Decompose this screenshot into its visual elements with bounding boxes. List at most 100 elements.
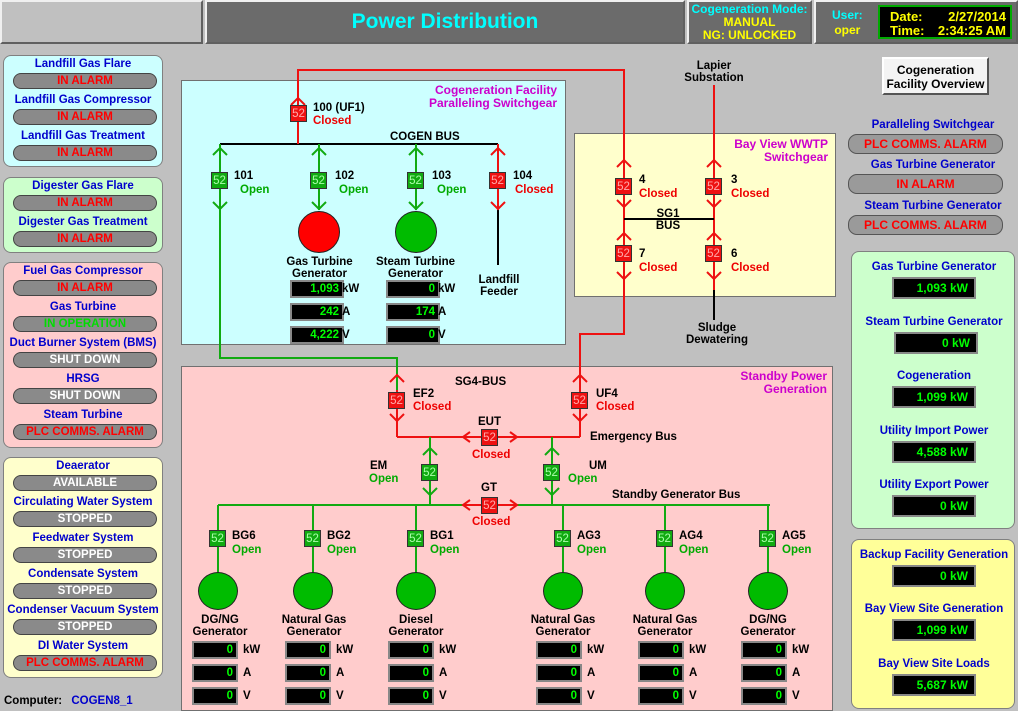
- ag3-kw-readout: 0: [536, 641, 582, 659]
- gas-turbine-status[interactable]: IN OPERATION: [13, 316, 157, 332]
- generator-bg2-indicator[interactable]: [293, 572, 333, 610]
- breaker-bg1[interactable]: 52: [407, 530, 424, 547]
- breaker-ag4-state: Open: [679, 544, 709, 556]
- standby-bus-label: Standby Generator Bus: [612, 489, 741, 501]
- bg1-kw-readout: 0: [388, 641, 434, 659]
- breaker-6[interactable]: 52: [705, 245, 722, 262]
- bg6-v-readout: 0: [192, 687, 238, 705]
- breaker-em[interactable]: 52: [421, 464, 438, 481]
- breaker-ef2-id: EF2: [413, 388, 435, 400]
- breaker-ef2[interactable]: 52: [388, 392, 405, 409]
- ag5-kw-unit: kW: [792, 644, 810, 656]
- generator-bg6-indicator[interactable]: [198, 572, 238, 610]
- ag4-a-readout: 0: [638, 664, 684, 682]
- ag3-v-unit: V: [587, 690, 595, 702]
- breaker-ag3-id: AG3: [577, 530, 601, 542]
- breaker-eut[interactable]: 52: [481, 429, 498, 446]
- breaker-um[interactable]: 52: [543, 464, 560, 481]
- condensate-label: Condensate System: [28, 568, 138, 580]
- landfill-compressor-status[interactable]: IN ALARM: [13, 109, 157, 125]
- breaker-104[interactable]: 52: [489, 172, 506, 189]
- digester-flare-label: Digester Gas Flare: [32, 180, 134, 192]
- breaker-3[interactable]: 52: [705, 178, 722, 195]
- emergency-bus-label: Emergency Bus: [590, 431, 677, 443]
- feedwater-label: Feedwater System: [32, 532, 134, 544]
- condensate-status[interactable]: STOPPED: [13, 583, 157, 599]
- breaker-103-id: 103: [432, 170, 452, 182]
- date-label: Date:: [890, 9, 923, 24]
- breaker-ag3[interactable]: 52: [554, 530, 571, 547]
- hrsg-status[interactable]: SHUT DOWN: [13, 388, 157, 404]
- breaker-uf1-id: 100 (UF1): [313, 102, 365, 114]
- breaker-7-id: 7: [639, 248, 646, 260]
- breaker-uf1[interactable]: 52: [290, 105, 307, 122]
- breaker-ag4[interactable]: 52: [656, 530, 673, 547]
- title-bar: Power Distribution: [205, 0, 685, 44]
- di-water-status[interactable]: PLC COMMS. ALARM: [13, 655, 157, 671]
- breaker-103[interactable]: 52: [407, 172, 424, 189]
- duct-burner-label: Duct Burner System (BMS): [9, 337, 157, 349]
- breaker-102-id: 102: [335, 170, 355, 182]
- gt-kw-readout: 1,093: [290, 280, 344, 298]
- landfill-flare-status[interactable]: IN ALARM: [13, 73, 157, 89]
- deaerator-status[interactable]: AVAILABLE: [13, 475, 157, 491]
- site-generation-label: Bay View Site Generation: [864, 603, 1004, 615]
- di-water-label: DI Water System: [37, 640, 129, 652]
- duct-burner-status[interactable]: SHUT DOWN: [13, 352, 157, 368]
- digester-flare-status[interactable]: IN ALARM: [13, 195, 157, 211]
- breaker-gt[interactable]: 52: [481, 497, 498, 514]
- breaker-102-state: Open: [339, 184, 369, 196]
- breaker-3-state: Closed: [731, 188, 770, 200]
- breaker-ag5[interactable]: 52: [759, 530, 776, 547]
- backup-generation-readout: 0 kW: [892, 565, 976, 587]
- breaker-uf4[interactable]: 52: [571, 392, 588, 409]
- breaker-um-state: Open: [568, 473, 598, 485]
- gas-turbine-generator-indicator[interactable]: [298, 211, 340, 253]
- gt-generator-status-label: Gas Turbine Generator: [870, 159, 996, 171]
- fuel-compressor-status[interactable]: IN ALARM: [13, 280, 157, 296]
- gt-a-readout: 242: [290, 303, 344, 321]
- generator-bg1-indicator[interactable]: [396, 572, 436, 610]
- breaker-bg2-id: BG2: [327, 530, 351, 542]
- generator-ag5-indicator[interactable]: [748, 572, 788, 610]
- breaker-4-state: Closed: [639, 188, 678, 200]
- generator-ag4-indicator[interactable]: [645, 572, 685, 610]
- bg6-kw-unit: kW: [243, 644, 261, 656]
- breaker-101-id: 101: [234, 170, 254, 182]
- circulating-water-status[interactable]: STOPPED: [13, 511, 157, 527]
- bayview-switchgear-area: [574, 133, 836, 297]
- breaker-ag3-state: Open: [577, 544, 607, 556]
- power-gt-label: Gas Turbine Generator: [871, 261, 997, 273]
- generator-ag3-indicator[interactable]: [543, 572, 583, 610]
- steam-turbine-status[interactable]: PLC COMMS. ALARM: [13, 424, 157, 440]
- feedwater-status[interactable]: STOPPED: [13, 547, 157, 563]
- breaker-101[interactable]: 52: [211, 172, 228, 189]
- breaker-em-id: EM: [370, 460, 388, 472]
- breaker-4[interactable]: 52: [615, 178, 632, 195]
- paralleling-switchgear-status[interactable]: PLC COMMS. ALARM: [848, 134, 1003, 154]
- bg2-kw-unit: kW: [336, 644, 354, 656]
- condenser-vacuum-status[interactable]: STOPPED: [13, 619, 157, 635]
- breaker-gt-state: Closed: [472, 516, 511, 528]
- gt-generator-status[interactable]: IN ALARM: [848, 174, 1003, 194]
- st-generator-status[interactable]: PLC COMMS. ALARM: [848, 215, 1003, 235]
- page-title: Power Distribution: [351, 10, 539, 33]
- power-cogen-readout: 1,099 kW: [892, 386, 976, 408]
- landfill-treatment-status[interactable]: IN ALARM: [13, 145, 157, 161]
- digester-treatment-status[interactable]: IN ALARM: [13, 231, 157, 247]
- breaker-7[interactable]: 52: [615, 245, 632, 262]
- date-value: 2/27/2014: [948, 9, 1006, 24]
- breaker-102[interactable]: 52: [310, 172, 327, 189]
- steam-turbine-generator-indicator[interactable]: [395, 211, 437, 253]
- breaker-bg6[interactable]: 52: [209, 530, 226, 547]
- breaker-uf4-id: UF4: [596, 388, 618, 400]
- bg6-kw-readout: 0: [192, 641, 238, 659]
- breaker-bg2[interactable]: 52: [304, 530, 321, 547]
- bg2-v-unit: V: [336, 690, 344, 702]
- breaker-104-id: 104: [513, 170, 533, 182]
